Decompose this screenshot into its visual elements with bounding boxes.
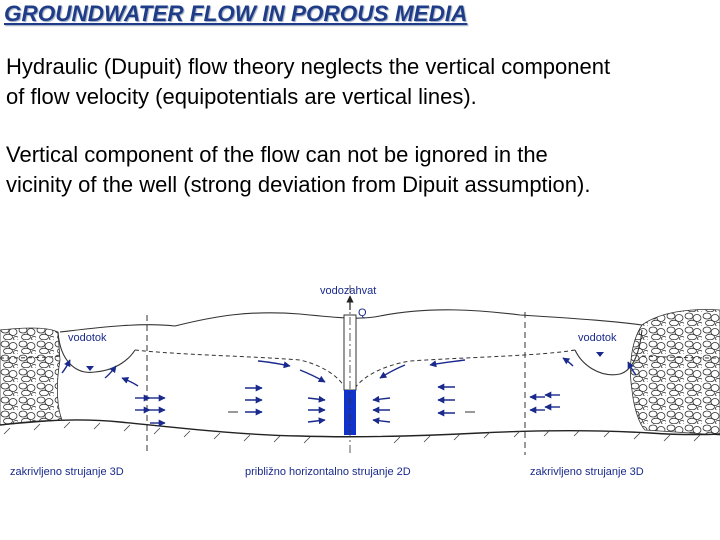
vertical-line-1: Vertical component of the flow can not b… — [6, 142, 548, 167]
water-level-marker-right — [596, 352, 604, 357]
flow-arrow — [307, 395, 326, 403]
right-stream-channel — [574, 329, 643, 376]
base-hatch — [3, 421, 701, 444]
slide-title: GROUNDWATER FLOW IN POROUS MEDIA — [4, 1, 468, 26]
dupuit-line-1: Hydraulic (Dupuit) flow theory neglects … — [6, 54, 611, 79]
dupuit-paragraph: Hydraulic (Dupuit) flow theory neglects … — [6, 52, 720, 112]
flow-arrow — [372, 395, 391, 403]
flow-arrows — [61, 357, 637, 427]
aquifer-base — [0, 419, 720, 438]
dupuit-line-2: of flow velocity (equipotentials are ver… — [6, 84, 477, 109]
flow-arrow — [104, 365, 117, 379]
right-gravel-bank — [630, 309, 720, 436]
flow-arrow — [121, 377, 139, 387]
water-table-right — [354, 349, 720, 389]
water-table-left — [0, 349, 346, 389]
flow-arrow — [379, 364, 406, 379]
water-level-marker-left — [86, 366, 94, 371]
vertical-line-2: vicinity of the well (strong deviation f… — [6, 172, 591, 197]
flow-arrow — [627, 361, 637, 376]
flow-arrow — [429, 359, 466, 368]
well-label: vodozahvat — [320, 285, 376, 297]
well-screen — [344, 390, 356, 435]
flow-arrow — [372, 417, 391, 425]
vertical-component-paragraph: Vertical component of the flow can not b… — [6, 140, 590, 200]
zone-center-label: približno horizontalno strujanje 2D — [245, 466, 411, 478]
zone-right-label: zakrivljeno strujanje 3D — [530, 466, 644, 478]
groundwater-flow-diagram: vodozahvat Q vodotok vodotok zakrivljeno… — [0, 285, 720, 478]
flow-arrow — [61, 359, 71, 374]
flow-arrow — [257, 360, 291, 369]
flow-arrow — [299, 369, 326, 383]
left-stream-channel — [57, 331, 136, 373]
zone-left-label: zakrivljeno strujanje 3D — [10, 466, 124, 478]
stream-left-label: vodotok — [68, 332, 107, 344]
stream-right-label: vodotok — [578, 332, 617, 344]
flow-arrow — [307, 417, 326, 425]
flow-arrow — [562, 357, 574, 367]
left-gravel-bank — [0, 327, 63, 426]
discharge-label: Q — [358, 307, 367, 319]
